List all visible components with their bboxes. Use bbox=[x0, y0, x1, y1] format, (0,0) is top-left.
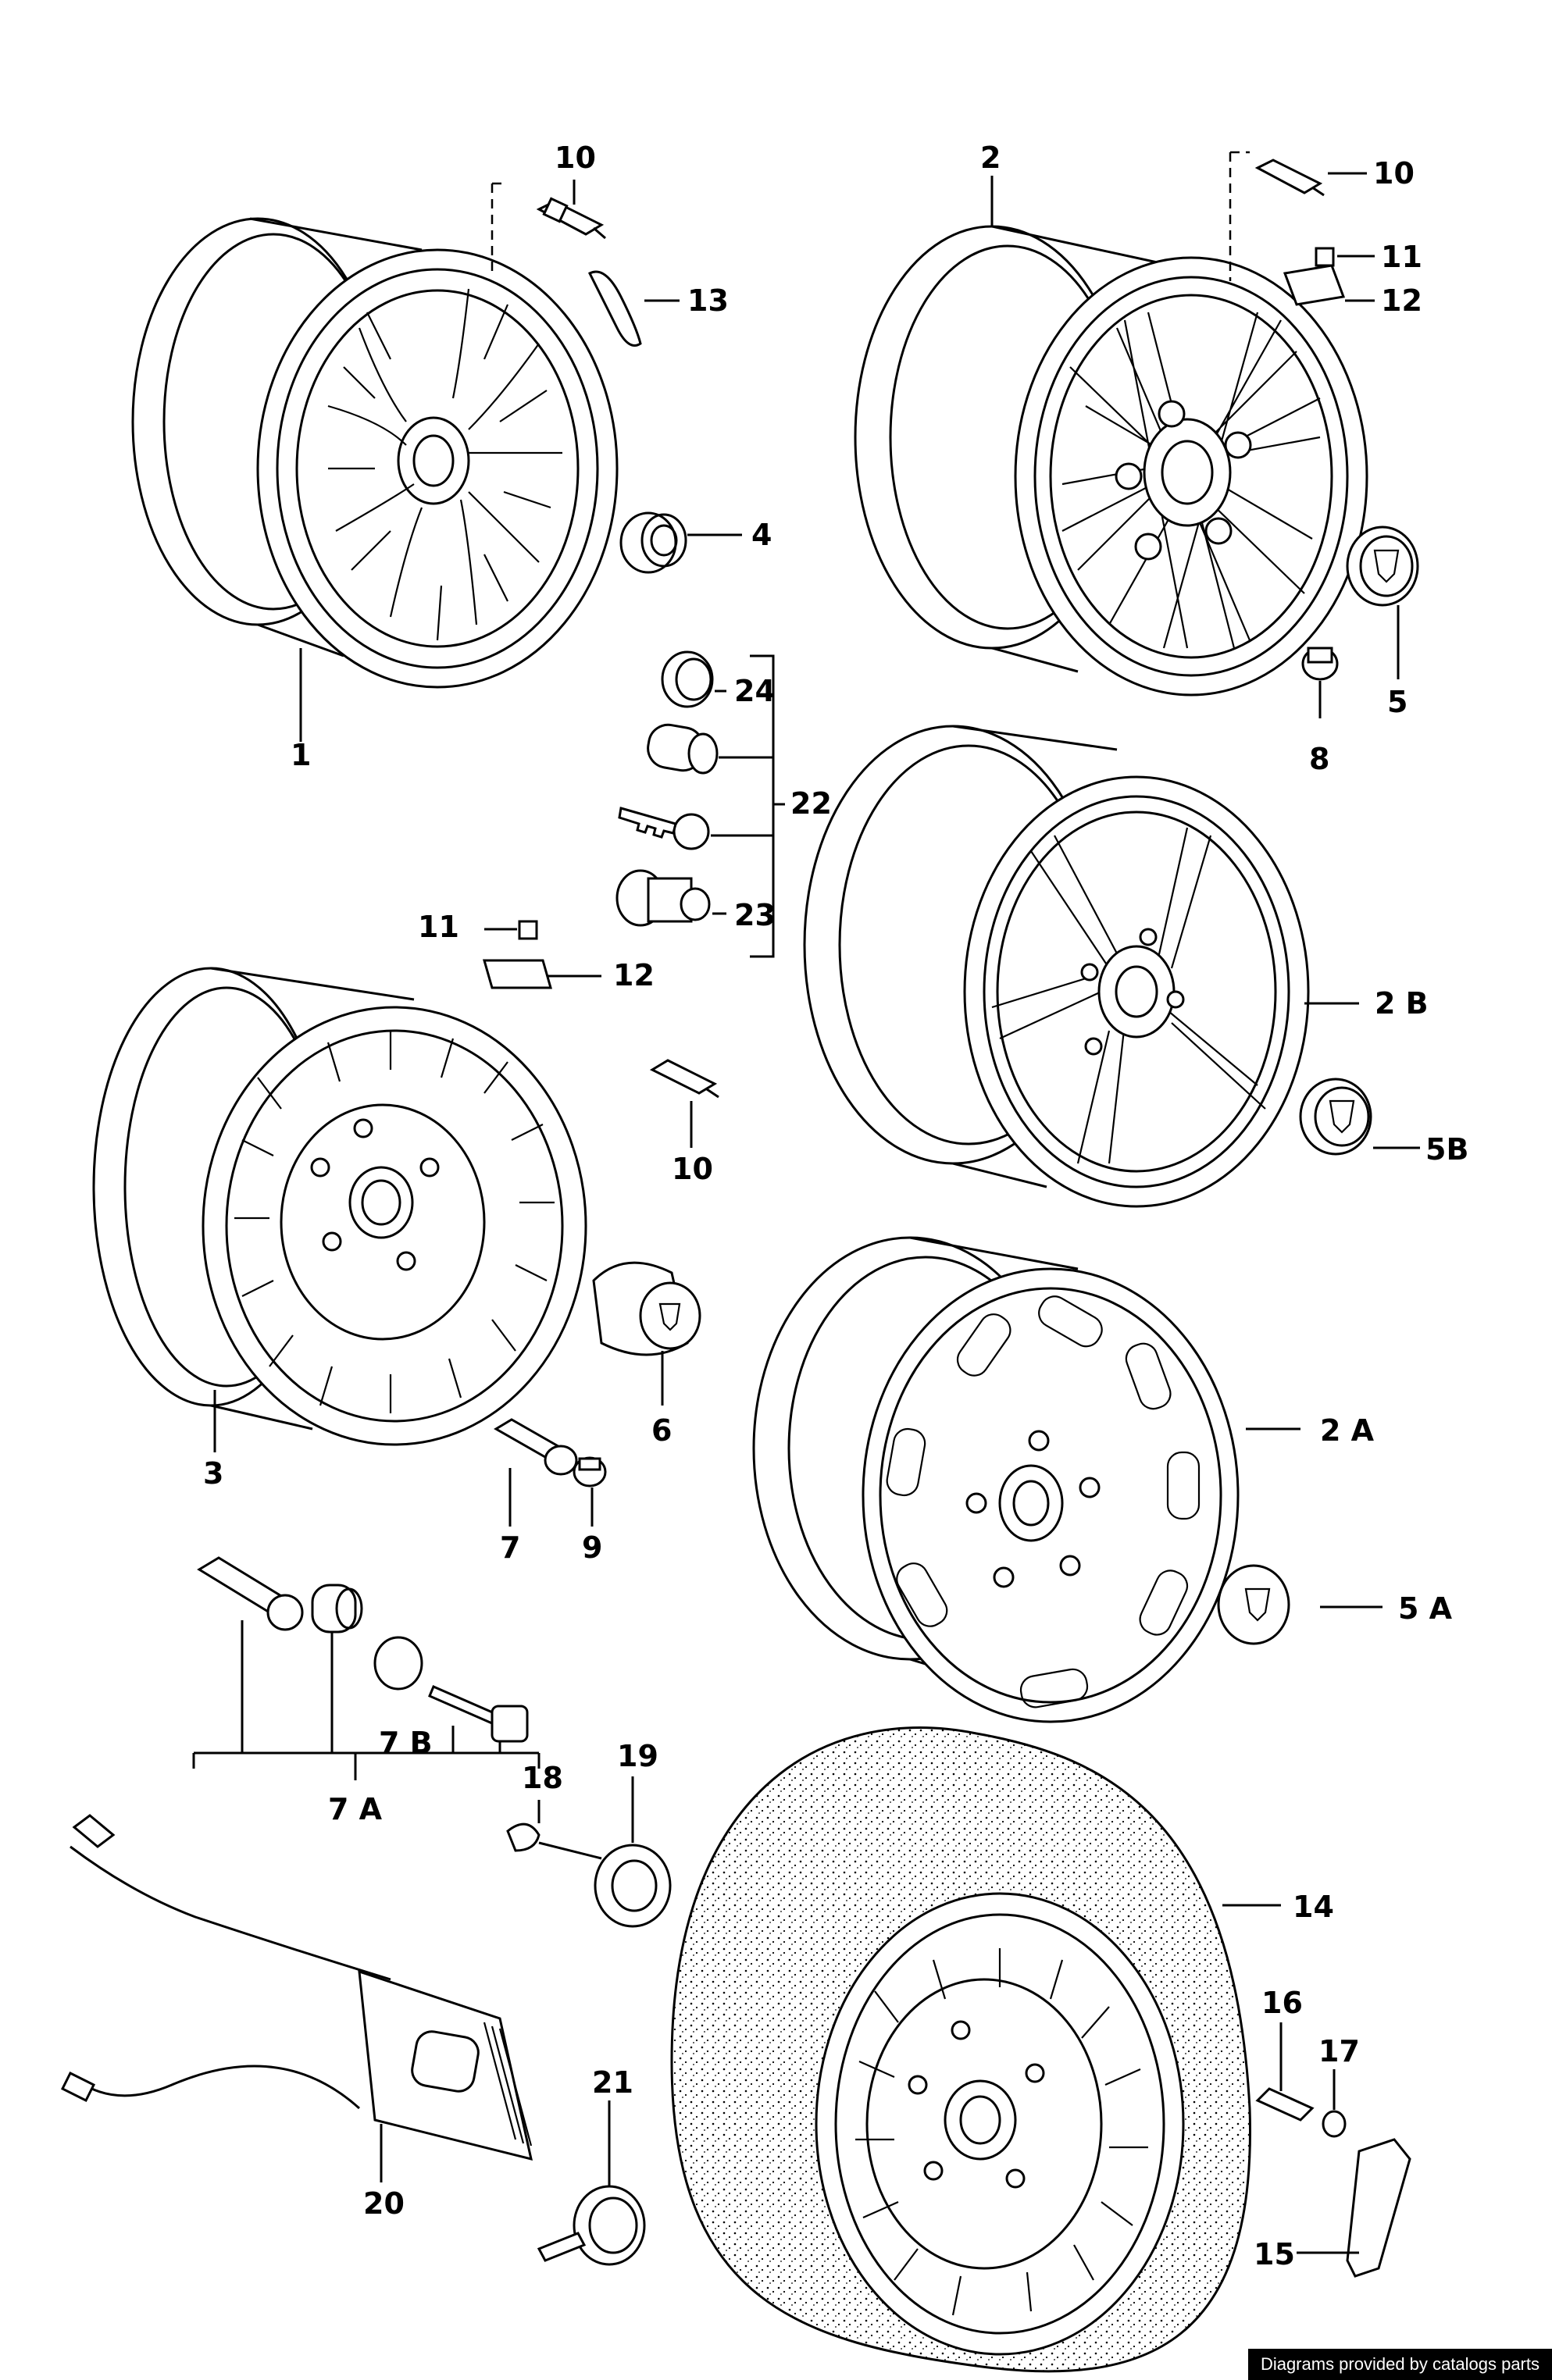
lock-collar bbox=[311, 1584, 363, 1634]
part-label-6: 6 bbox=[651, 1413, 672, 1448]
lock-insert-part-23 bbox=[615, 869, 711, 927]
part-label-3: 3 bbox=[203, 1456, 223, 1491]
hub-cap-part-5b bbox=[1299, 1078, 1372, 1156]
part-label-15: 15 bbox=[1254, 2237, 1295, 2271]
hub-cap-part-5a bbox=[1217, 1564, 1290, 1645]
part-label-5b: 5B bbox=[1425, 1132, 1468, 1167]
part-label-5: 5 bbox=[1387, 685, 1408, 719]
part-label-10-a: 10 bbox=[555, 141, 596, 175]
balance-weight-part-13 bbox=[587, 270, 642, 347]
part-label-18: 18 bbox=[522, 1761, 563, 1795]
part-label-1: 1 bbox=[291, 738, 311, 772]
part-label-20: 20 bbox=[363, 2186, 405, 2221]
part-label-12-a: 12 bbox=[1381, 283, 1422, 318]
hub-cap-part-6 bbox=[592, 1261, 701, 1356]
wheel-2 bbox=[854, 225, 1368, 697]
wheel-nut-part-9 bbox=[573, 1456, 607, 1488]
lock-bolt bbox=[197, 1556, 304, 1631]
pressure-gauge-part-21 bbox=[537, 2185, 646, 2266]
cover-part-19 bbox=[594, 1844, 672, 1928]
wheel-1 bbox=[131, 217, 619, 689]
part-label-4: 4 bbox=[751, 518, 772, 552]
part-label-5a: 5 A bbox=[1398, 1591, 1453, 1626]
bracket-7a bbox=[192, 1620, 541, 1780]
lock-pin-part-18 bbox=[506, 1822, 602, 1860]
part-label-2: 2 bbox=[980, 141, 1001, 175]
lock-cylinder bbox=[647, 723, 719, 775]
air-compressor-part-20 bbox=[60, 1814, 533, 2161]
part-label-7b: 7 B bbox=[379, 1726, 433, 1760]
wheel-2a bbox=[752, 1236, 1240, 1723]
part-label-8: 8 bbox=[1309, 742, 1329, 776]
valve-stem-part-10 bbox=[536, 197, 606, 240]
valve-stem-part-10-c bbox=[649, 1059, 719, 1099]
lock-cap-part-24 bbox=[661, 650, 714, 708]
wheel-nut-part-8 bbox=[1301, 647, 1339, 681]
part-label-21: 21 bbox=[592, 2065, 633, 2100]
lock-key-7a bbox=[428, 1685, 529, 1743]
part-label-14: 14 bbox=[1293, 1890, 1334, 1924]
balance-weight-part-12 bbox=[1283, 264, 1346, 306]
part-label-7: 7 bbox=[500, 1530, 520, 1565]
lock-key bbox=[618, 807, 710, 850]
wheel-bolt-part-7 bbox=[494, 1418, 578, 1476]
part-label-2a: 2 A bbox=[1320, 1413, 1375, 1448]
lock-cap-7b bbox=[373, 1636, 423, 1691]
hub-cap-part-5 bbox=[1346, 526, 1419, 607]
part-label-17: 17 bbox=[1318, 2034, 1360, 2068]
weight-clip-part-11 bbox=[1315, 247, 1335, 267]
washer-part-17 bbox=[1322, 2110, 1347, 2138]
part-label-10-b: 10 bbox=[1373, 156, 1415, 191]
part-label-2b: 2 B bbox=[1375, 986, 1429, 1021]
part-label-10-c: 10 bbox=[672, 1152, 713, 1186]
weight-clip-part-11-b bbox=[518, 920, 538, 940]
wheel-with-tyre-14 bbox=[670, 1726, 1251, 2373]
part-label-16: 16 bbox=[1261, 1986, 1303, 2020]
part-label-19: 19 bbox=[617, 1739, 658, 1773]
wheel-3 bbox=[92, 967, 587, 1446]
part-label-13: 13 bbox=[687, 283, 729, 318]
hub-cap-part-4 bbox=[619, 511, 687, 574]
diagram-credit: Diagrams provided by catalogs parts bbox=[1247, 2349, 1552, 2380]
part-label-7a: 7 A bbox=[328, 1792, 383, 1826]
part-label-9: 9 bbox=[582, 1530, 602, 1565]
bracket-22 bbox=[750, 654, 775, 958]
part-label-22: 22 bbox=[790, 786, 832, 821]
part-label-11-b: 11 bbox=[418, 910, 459, 944]
part-label-23: 23 bbox=[734, 898, 776, 932]
part-label-24: 24 bbox=[734, 674, 776, 708]
part-label-12-b: 12 bbox=[613, 958, 655, 992]
bracket-part-15 bbox=[1346, 2138, 1411, 2278]
wheel-2b bbox=[803, 725, 1310, 1208]
balance-weight-part-12-b bbox=[483, 959, 552, 989]
part-label-11-a: 11 bbox=[1381, 240, 1422, 274]
valve-stem-part-10-b bbox=[1254, 159, 1325, 197]
bolt-part-16 bbox=[1255, 2087, 1315, 2122]
